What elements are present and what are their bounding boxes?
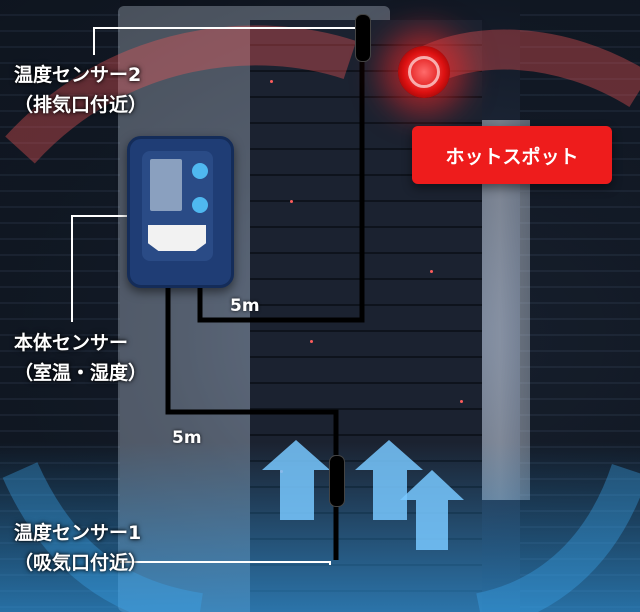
sensor-button-top — [192, 163, 208, 179]
airflow-arrow-icon — [262, 440, 464, 550]
sensor1-location: （吸気口付近） — [14, 552, 148, 574]
sensor2-label: 温度センサー2 （排気口付近） — [14, 62, 147, 118]
main-sensor-label: 本体センサー （室温・湿度） — [14, 330, 147, 386]
temperature-probe-icon — [329, 455, 345, 507]
temperature-probe-icon — [355, 14, 371, 62]
sensor1-label: 温度センサー1 （吸気口付近） — [14, 520, 147, 576]
sensor1-name: 温度センサー1 — [14, 522, 142, 544]
sensor-face — [142, 151, 213, 261]
hotspot-label: ホットスポット — [445, 145, 579, 168]
cable-length-lower: 5m — [172, 428, 202, 448]
exhaust-fan-icon — [398, 46, 450, 98]
cold-air-flow — [0, 442, 640, 612]
sensor-label-plate — [148, 225, 206, 251]
main-sensor-measures: （室温・湿度） — [14, 362, 148, 384]
leader-lines — [71, 27, 362, 565]
sensor2-name: 温度センサー2 — [14, 64, 142, 86]
cable-length-upper: 5m — [230, 296, 260, 316]
sensor-cables — [165, 52, 365, 560]
sensor2-location: （排気口付近） — [14, 94, 148, 116]
sensor-display — [150, 159, 182, 211]
main-sensor-name: 本体センサー — [14, 332, 129, 354]
sensor-button-bottom — [192, 197, 208, 213]
hotspot-badge: ホットスポット — [412, 126, 612, 184]
sensor-device-icon — [127, 136, 234, 288]
